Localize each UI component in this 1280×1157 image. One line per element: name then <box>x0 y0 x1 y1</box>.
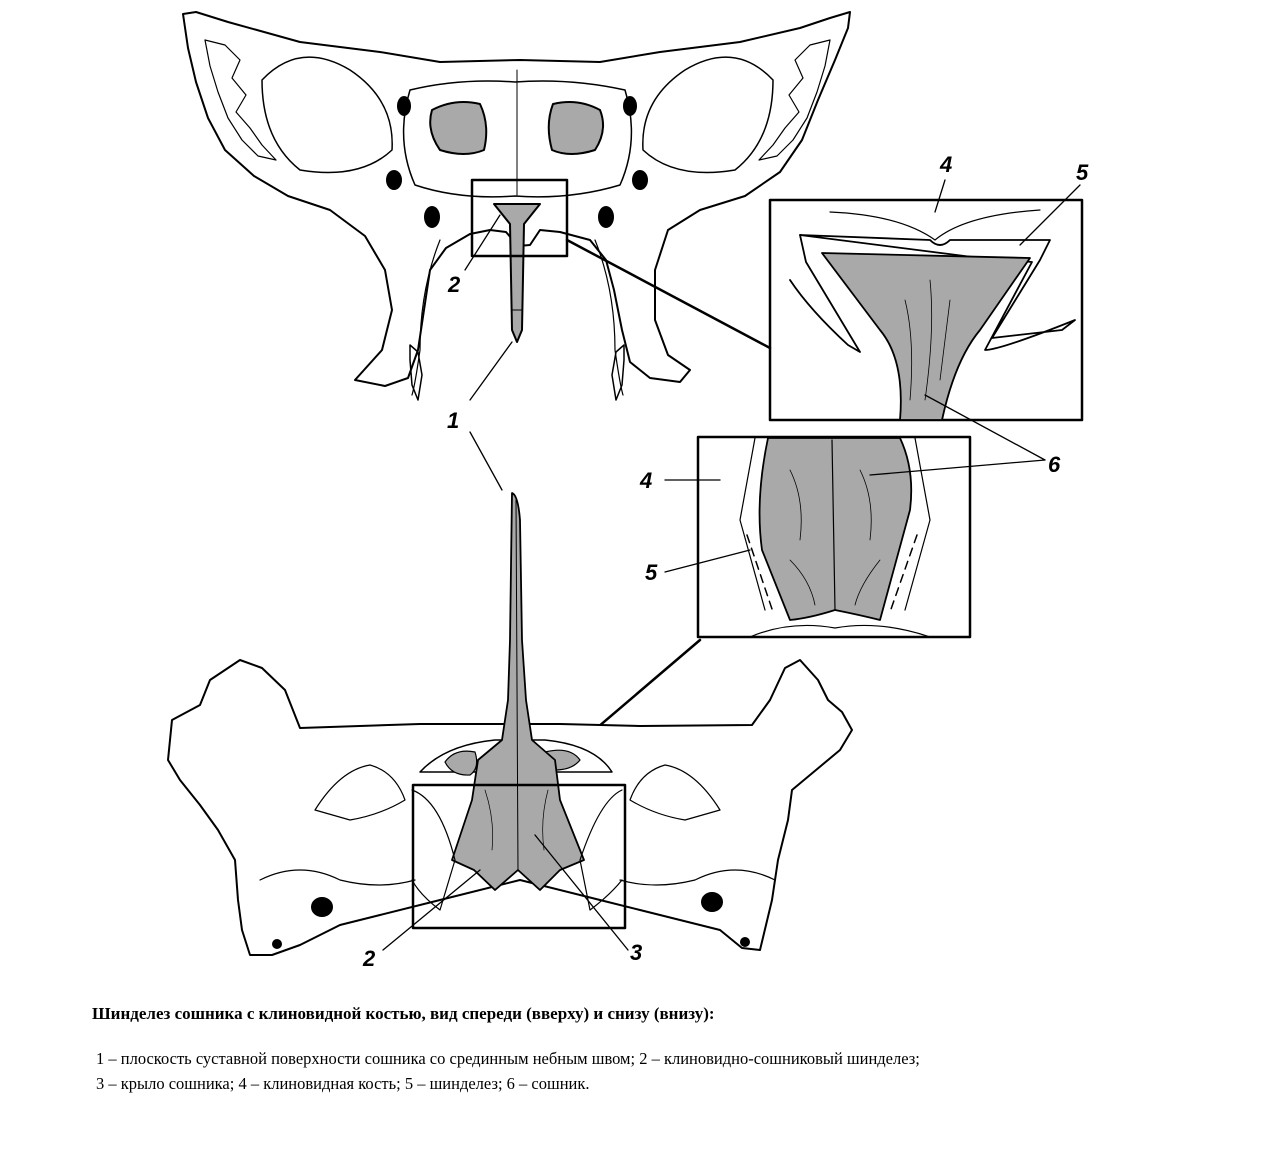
zoom-top-bone-line <box>829 209 1041 241</box>
anatomy-figure: 1 2 4 5 6 4 5 2 3 <box>167 11 1089 971</box>
right-foramen-upper <box>623 96 637 116</box>
leader-zoom-6-upper <box>924 394 1046 461</box>
right-oval-foramen <box>701 892 723 912</box>
caption-title: Шинделез сошника с клиновидной костью, в… <box>92 1004 715 1023</box>
leader-top-1-down <box>469 431 503 491</box>
zoom-bottom-base <box>749 624 931 638</box>
sphenoid-front-view <box>182 11 851 401</box>
zoom-bottom-bone-right <box>904 437 931 611</box>
label-bottom-2: 2 <box>362 946 376 971</box>
zoom-bottom-texture <box>789 469 881 606</box>
right-pterygoid-line <box>594 239 624 396</box>
right-lesser-wing-detail <box>629 764 721 821</box>
label-zoom-top-5: 5 <box>1076 160 1089 185</box>
leader-zoom-6-lower <box>869 459 1046 476</box>
left-pterygoid-line <box>411 239 441 396</box>
label-zoom-top-4: 4 <box>939 152 952 177</box>
left-wing-rough-edge <box>204 39 277 161</box>
number-labels: 1 2 4 5 6 4 5 2 3 <box>362 152 1089 971</box>
left-foramen-upper <box>397 96 411 116</box>
zoom-bottom-suture-left <box>746 534 774 613</box>
zoom-top-panel <box>565 198 1084 422</box>
right-pterygoid-plate <box>579 789 623 911</box>
bottom-highlight-box <box>411 783 627 930</box>
leader-zoom-bottom-5 <box>664 549 751 573</box>
sphenoid-front-outline <box>182 11 851 387</box>
vomer-inferior-midline <box>515 499 519 871</box>
top-highlight-box <box>470 178 569 258</box>
leader-zoom-top-5 <box>1019 184 1081 246</box>
leader-top-2 <box>464 214 501 271</box>
right-foramen-lower <box>598 206 614 228</box>
left-orbit-outline <box>261 56 393 174</box>
left-foramen-middle <box>386 170 402 190</box>
sphenoid-body-outline <box>402 80 633 198</box>
label-top-2: 2 <box>447 272 461 297</box>
right-small-foramen <box>740 937 750 947</box>
leader-top-1 <box>469 341 513 401</box>
left-lesser-wing-detail <box>314 764 406 821</box>
sphenoid-inferior-view <box>167 492 853 956</box>
vomer-front <box>493 203 541 343</box>
zoom-top-vomer <box>821 252 1031 421</box>
zoom-top-connector <box>565 238 772 350</box>
left-inner-ridge <box>259 869 416 886</box>
zoom-bottom-suture-right <box>889 534 918 613</box>
label-zoom-bottom-5: 5 <box>645 560 658 585</box>
right-inner-ridge <box>619 869 776 886</box>
zoom-top-suture-left <box>789 234 861 353</box>
right-wing-rough-edge <box>758 39 831 161</box>
right-orbit-outline <box>642 56 774 174</box>
leader-bottom-2 <box>382 869 481 951</box>
right-hamulus <box>611 344 625 401</box>
leader-bottom-3 <box>534 834 629 951</box>
left-sinus-opening <box>429 101 488 155</box>
zoom-bottom-bone-left <box>739 437 766 611</box>
zoom-top-suture-outline <box>799 234 1076 351</box>
left-pterygoid-plate <box>411 789 456 911</box>
left-foramen-lower <box>424 206 440 228</box>
leader-lines <box>382 179 1081 951</box>
label-top-1: 1 <box>447 408 459 433</box>
label-bottom-3: 3 <box>630 940 642 965</box>
legend-line-2: 3 – крыло сошника; 4 – клиновидная кость… <box>96 1074 590 1093</box>
left-hamulus <box>409 344 423 401</box>
right-foramen-middle <box>632 170 648 190</box>
zoom-top-vomer-texture <box>904 279 951 401</box>
left-oval-foramen <box>311 897 333 917</box>
leader-zoom-top-4 <box>934 179 946 213</box>
label-zoom-bottom-4: 4 <box>639 468 652 493</box>
left-small-foramen <box>272 939 282 949</box>
label-zoom-6: 6 <box>1048 452 1061 477</box>
right-sinus-opening <box>547 101 605 155</box>
legend-line-1: 1 – плоскость суставной поверхности сошн… <box>96 1049 920 1068</box>
zoom-bottom-vomer-midline <box>831 439 836 611</box>
